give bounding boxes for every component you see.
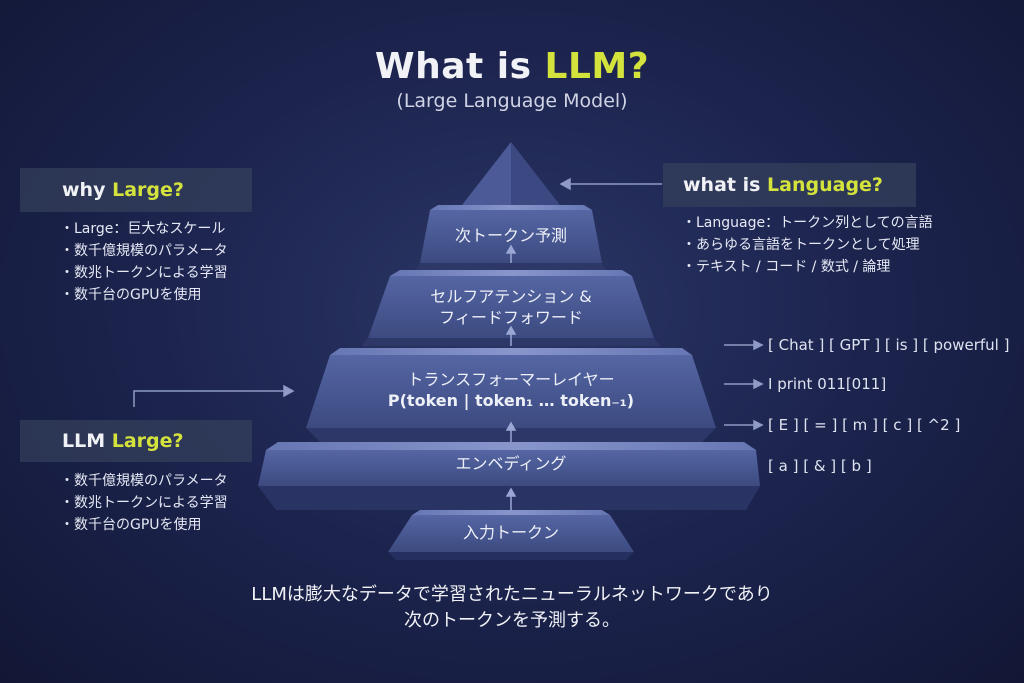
list-item: ・数兆トークンによる学習 xyxy=(60,265,228,281)
layer-label-transformer-line1: トランスフォーマーレイヤー xyxy=(407,370,615,389)
pyramid-peak xyxy=(462,142,560,205)
why-large-header xyxy=(20,168,252,212)
list-item: ・テキスト / コード / 数式 / 論理 xyxy=(682,259,891,275)
llm-large-title: LLM Large? xyxy=(62,430,184,452)
why-large-title-accent: Large? xyxy=(112,179,184,201)
language-header xyxy=(663,163,916,207)
list-item: ・数千億規模のパラメータ xyxy=(60,473,228,489)
page-title: What is LLM? xyxy=(0,46,1024,87)
list-item: ・数千億規模のパラメータ xyxy=(60,243,228,259)
layer-label-embedding: エンベディング xyxy=(455,454,567,473)
layer-label-attention: セルフアテンション & フィードフォワード xyxy=(380,286,642,328)
llm-large-list: ・数千億規模のパラメータ ・数兆トークンによる学習 ・数千台のGPUを使用 xyxy=(60,470,228,536)
list-item: ・数兆トークンによる学習 xyxy=(60,495,228,511)
list-item: ・あらゆる言語をトークンとして処理 xyxy=(682,237,920,253)
pyramid-layer-3 xyxy=(306,348,716,442)
llm-large-header xyxy=(20,420,252,462)
layer-label-transformer: トランスフォーマーレイヤー P(token | token₁ … token₋₁… xyxy=(320,369,702,411)
page-subtitle: (Large Language Model) xyxy=(396,90,628,112)
language-title-prefix: what is xyxy=(683,174,768,196)
footer-line-2: 次のトークンを予測する。 xyxy=(404,610,620,631)
language-title-accent: Language? xyxy=(767,174,883,196)
pyramid-layer-1 xyxy=(416,205,606,270)
footer-line-1: LLMは膨大なデータで学習されたニューラルネットワークであり xyxy=(251,584,773,605)
pyramid-layer-4 xyxy=(258,442,760,510)
list-item: ・Language：トークン列としての言語 xyxy=(682,215,933,231)
large-arrow xyxy=(133,384,295,407)
llm-large-title-accent: Large? xyxy=(111,430,184,452)
title-prefix: What is xyxy=(374,46,545,87)
list-item: ・数千台のGPUを使用 xyxy=(60,517,202,533)
layer-label-transformer-formula: P(token | token₁ … token₋₁) xyxy=(387,391,635,410)
list-item: ・数千台のGPUを使用 xyxy=(60,287,202,303)
llm-large-title-prefix: LLM xyxy=(62,430,112,452)
pyramid-layer-5 xyxy=(388,510,634,560)
language-title: what is Language? xyxy=(683,174,883,196)
list-item: ・Large：巨大なスケール xyxy=(60,221,226,237)
layer-label-input-tokens: 入力トークン xyxy=(462,523,559,542)
language-list: ・Language：トークン列としての言語 ・あらゆる言語をトークンとして処理 … xyxy=(682,212,933,278)
token-example-1: [ Chat ] [ GPT ] [ is ] [ powerful ] xyxy=(768,336,1010,354)
flow-arrows xyxy=(505,244,517,510)
layer-label-next-token: 次トークン予測 xyxy=(454,226,567,245)
why-large-title: why Large? xyxy=(62,179,184,201)
token-example-2: I print 011[011] xyxy=(768,375,887,393)
layer-label-attention-line2: フィードフォワード xyxy=(439,308,583,327)
token-example-4: [ a ] [ & ] [ b ] xyxy=(768,457,872,475)
why-large-list: ・Large：巨大なスケール ・数千億規模のパラメータ ・数兆トークンによる学習… xyxy=(60,218,228,306)
layer-label-attention-line1: セルフアテンション & xyxy=(430,287,592,306)
token-arrows xyxy=(724,339,764,431)
token-example-3: [ E ] [ = ] [ m ] [ c ] [ ^2 ] xyxy=(768,416,961,434)
language-arrow xyxy=(559,177,662,191)
title-accent: LLM? xyxy=(544,46,650,87)
why-large-title-prefix: why xyxy=(62,179,113,201)
